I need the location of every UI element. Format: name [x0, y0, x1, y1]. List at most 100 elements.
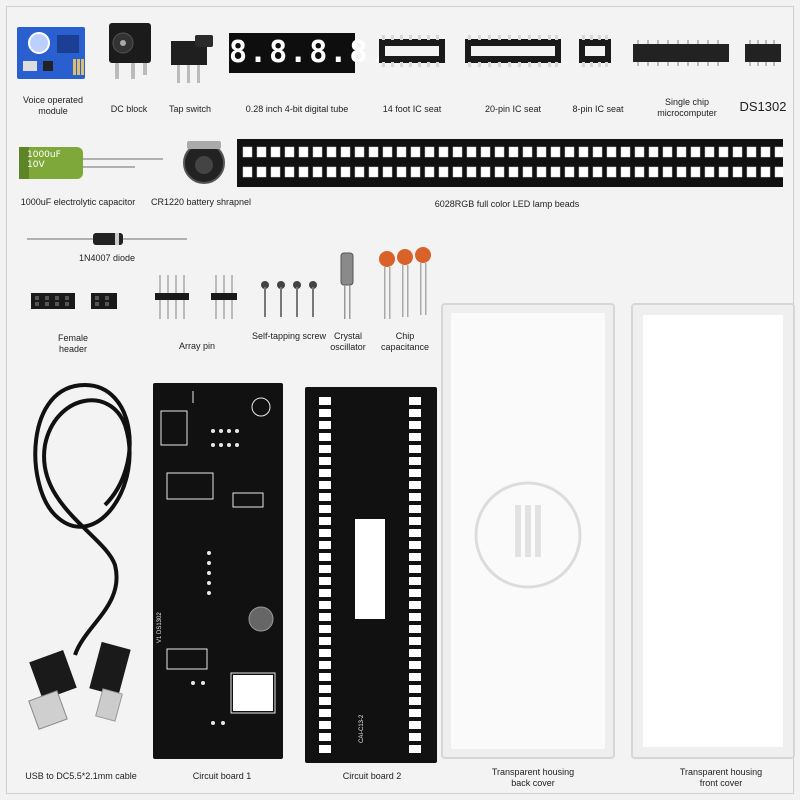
led-bead — [256, 166, 267, 178]
circuit-board-1 — [153, 383, 283, 759]
board2-led-pad — [319, 589, 331, 597]
board2-led-pad — [409, 409, 421, 417]
board2-led-pad — [409, 469, 421, 477]
led-bead — [396, 166, 407, 178]
led-bead — [718, 146, 729, 158]
board2-led-pad — [409, 397, 421, 405]
led-bead — [662, 146, 673, 158]
led-bead — [578, 146, 589, 158]
board2-code: CAI-C13-2 — [359, 714, 365, 743]
led-bead — [396, 146, 407, 158]
led-bead — [536, 166, 547, 178]
board2-led-pad — [409, 709, 421, 717]
board2-led-pad — [319, 493, 331, 501]
board2-led-pad — [409, 505, 421, 513]
led-bead — [312, 166, 323, 178]
led-bead — [410, 146, 421, 158]
led-bead — [536, 146, 547, 158]
usb-cable-label: USB to DC5.5*2.1mm cable — [25, 771, 137, 781]
board2-led-pad — [319, 565, 331, 573]
led-bead — [480, 146, 491, 158]
board2-led-pad — [409, 433, 421, 441]
board2-led-pad — [319, 685, 331, 693]
crystal-image — [335, 251, 359, 321]
led-bead — [732, 146, 743, 158]
diode-label: 1N4007 diode — [78, 253, 136, 263]
board2-led-pad — [319, 697, 331, 705]
led-bead — [424, 166, 435, 178]
board2-led-pad — [409, 589, 421, 597]
led-bead — [438, 166, 449, 178]
battery-shrapnel-image — [177, 137, 231, 187]
board2-led-pad — [409, 733, 421, 741]
board1-label: Circuit board 1 — [192, 771, 252, 781]
board2-led-pad — [319, 469, 331, 477]
led-bead — [508, 146, 519, 158]
board2-led-pad — [319, 601, 331, 609]
board2-led-pad — [319, 709, 331, 717]
board2-led-pad — [319, 433, 331, 441]
led-bead — [424, 146, 435, 158]
led-bead — [340, 166, 351, 178]
capacitor-label: 1000uF electrolytic capacitor — [20, 197, 136, 207]
led-bead — [438, 146, 449, 158]
usb-cable-image — [15, 365, 155, 755]
female-header-image — [29, 291, 119, 311]
board2-led-pad — [319, 505, 331, 513]
led-bead — [634, 146, 645, 158]
led-bead — [466, 166, 477, 178]
dc-block-image — [101, 19, 157, 81]
board2-led-pad — [319, 445, 331, 453]
ic-seat-20-image — [463, 33, 563, 69]
diode-image — [27, 231, 187, 247]
board2-led-pad — [319, 529, 331, 537]
led-bead — [732, 166, 743, 178]
dc-block-label: DC block — [110, 104, 148, 114]
ic-seat-8-image — [577, 33, 613, 69]
board2-led-pad — [319, 397, 331, 405]
array-pin-image — [153, 273, 243, 323]
board2-led-pad — [409, 421, 421, 429]
board2-led-pad — [319, 673, 331, 681]
board2-led-pad — [319, 625, 331, 633]
led-bead — [466, 146, 477, 158]
led-bead — [354, 166, 365, 178]
board2-led-pad — [319, 577, 331, 585]
led-bead — [704, 146, 715, 158]
led-bead — [270, 166, 281, 178]
single-chip-image — [631, 39, 731, 67]
ic-seat-8-label: 8-pin IC seat — [572, 104, 624, 114]
led-bead — [522, 146, 533, 158]
led-bead — [368, 146, 379, 158]
led-bead — [298, 166, 309, 178]
digital-tube-image: 8.8.8.8. — [229, 33, 388, 73]
board2-led-pad — [319, 613, 331, 621]
board2-led-pad — [409, 685, 421, 693]
led-bead — [592, 166, 603, 178]
tap-switch-label: Tap switch — [168, 104, 212, 114]
led-bead — [312, 146, 323, 158]
led-bead — [760, 146, 771, 158]
led-bead — [620, 146, 631, 158]
led-bead — [494, 166, 505, 178]
product-sheet: Voice operated module DC block Tap switc… — [6, 6, 795, 794]
board2-led-pad — [409, 697, 421, 705]
board2-led-pad — [409, 553, 421, 561]
ds1302-label: DS1302 — [739, 99, 787, 114]
board2-led-pad — [319, 457, 331, 465]
board2-led-pad — [409, 601, 421, 609]
ds1302-image — [743, 39, 783, 67]
led-bead — [620, 166, 631, 178]
crystal-label: Crystal oscillator — [330, 331, 366, 352]
chip-cap-label: Chip capacitance — [380, 331, 430, 352]
female-header-label: Female header — [57, 333, 88, 354]
front-cover-image — [631, 303, 795, 759]
ic-seat-14-image — [377, 33, 447, 69]
front-cover-label: Transparent housing front cover — [679, 767, 763, 788]
voice-module-label: Voice operated module — [22, 95, 84, 116]
led-bead — [452, 166, 463, 178]
board2-led-pad — [319, 745, 331, 753]
led-bead — [676, 166, 687, 178]
led-bead — [606, 146, 617, 158]
led-bead — [242, 146, 253, 158]
